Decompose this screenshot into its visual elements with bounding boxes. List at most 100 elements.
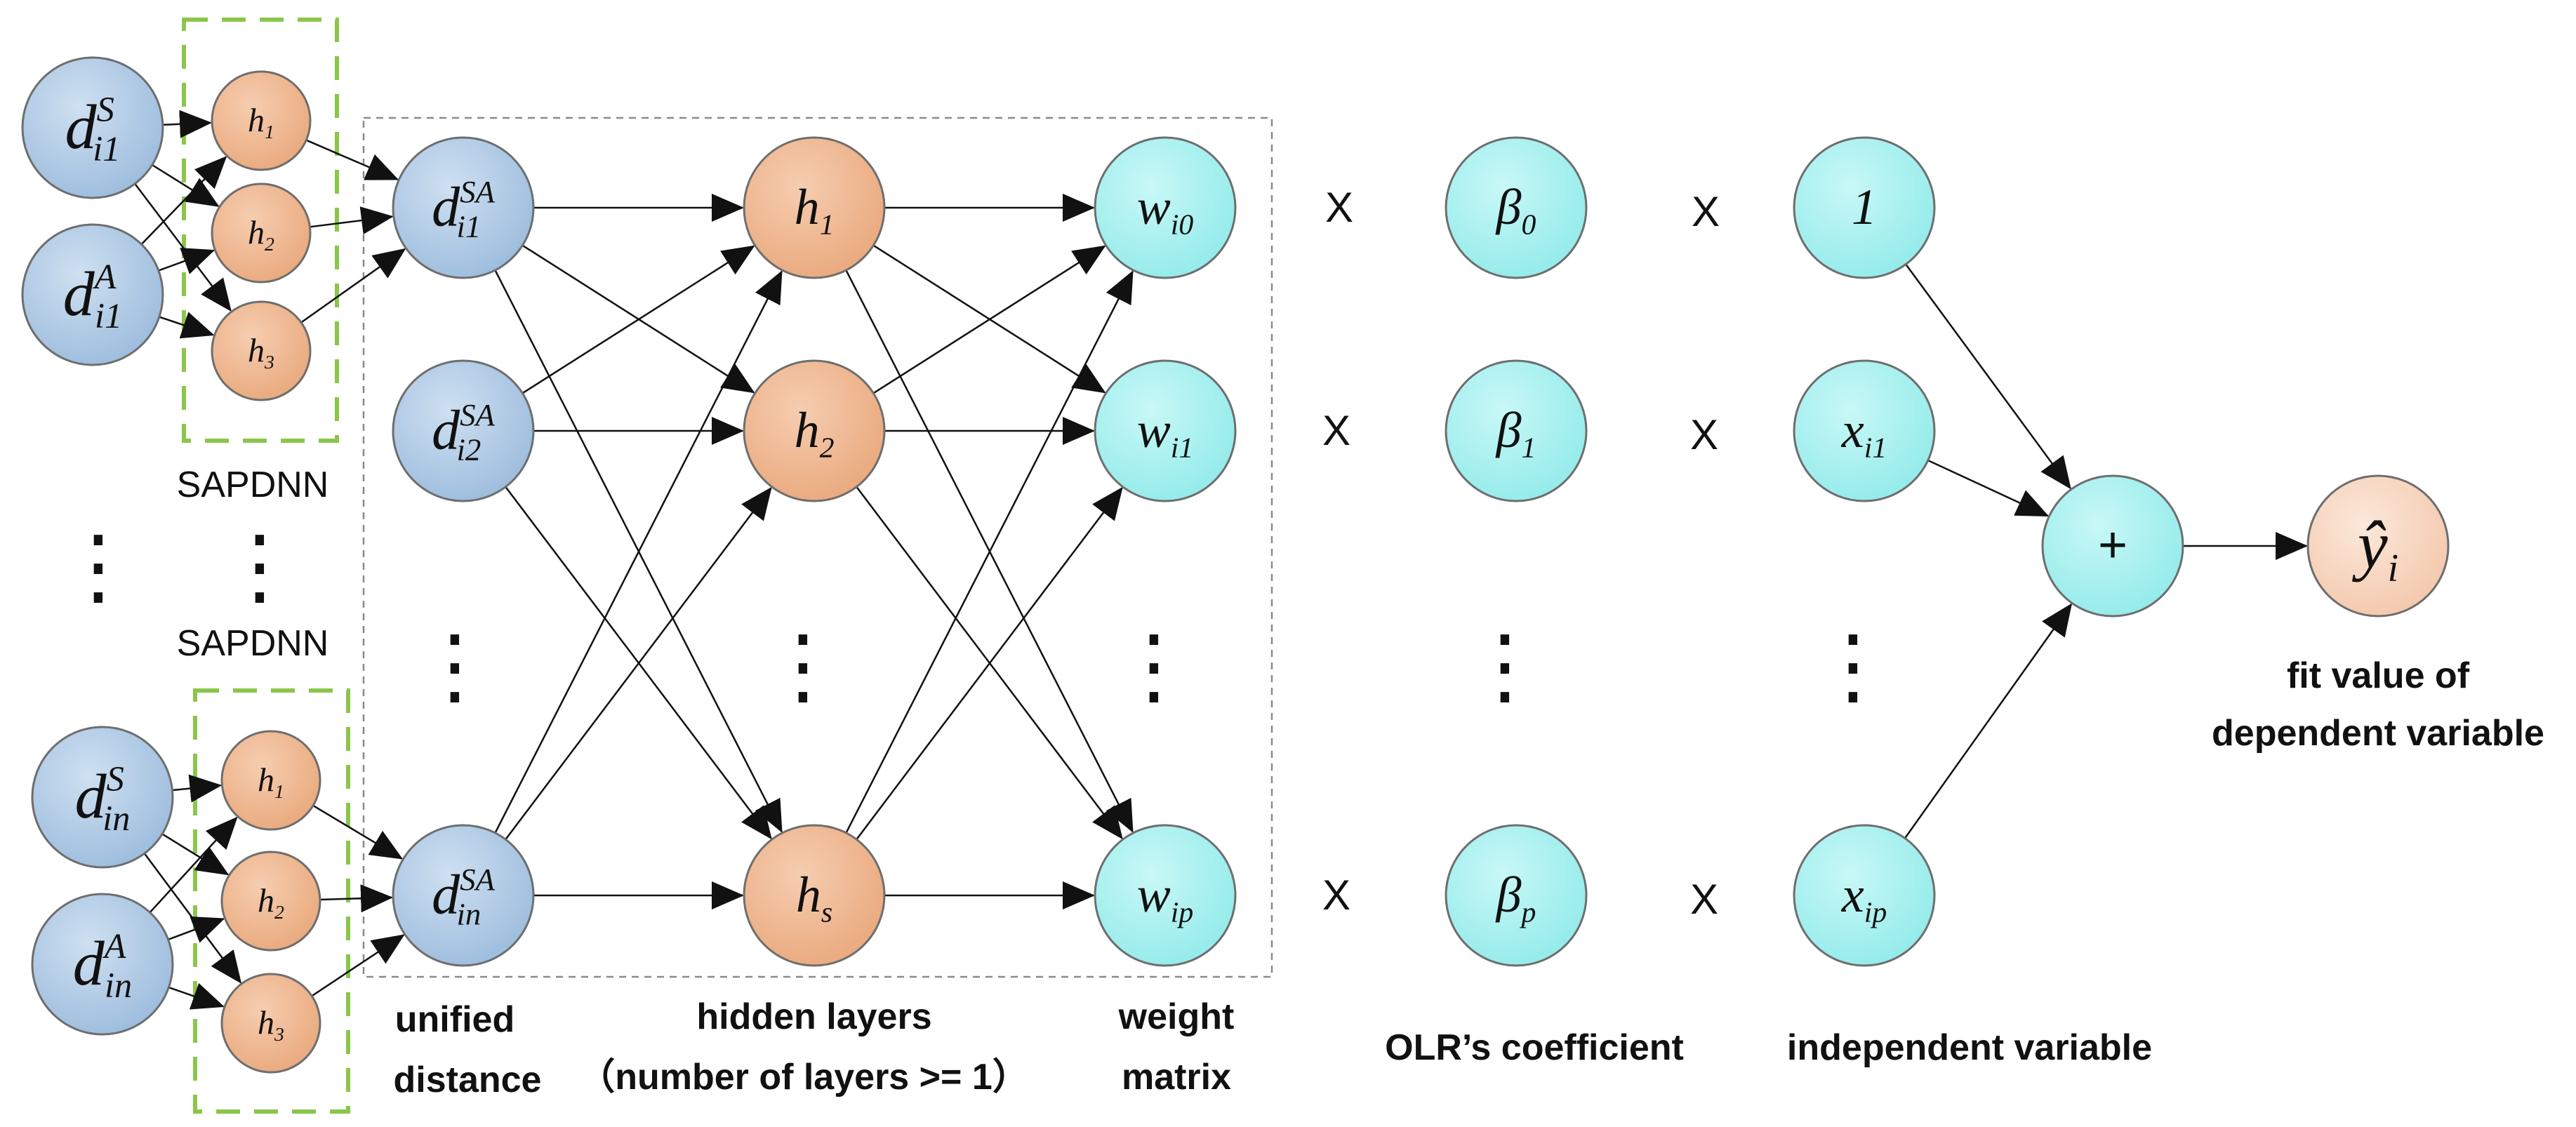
weight-node-2: wi1 <box>1094 359 1237 502</box>
weight-label-line2: matrix <box>1122 1057 1231 1098</box>
edge-dSn-sb0 <box>172 774 223 803</box>
hidden-node-3: hs <box>743 824 886 967</box>
sapdnn-bottom-h1-circle <box>220 730 321 831</box>
sapdnn-top-box <box>182 18 339 443</box>
hidden-node-2-label: h2 <box>795 402 835 464</box>
edge-dA1-st0 <box>140 156 227 246</box>
edge-dS1-st2 <box>134 183 232 312</box>
edge-dA1-st1 <box>158 248 215 274</box>
edge-h2-w0 <box>845 270 1134 834</box>
edge-st2-u0 <box>300 248 406 324</box>
sum-node-label: + <box>2098 517 2127 573</box>
hidden-node-1-label: h1 <box>795 179 835 241</box>
var-node-2-circle <box>1793 359 1936 502</box>
edge-dSn-sb1 <box>161 833 230 876</box>
indep-label: independent variable <box>1787 1027 2152 1068</box>
edge-u2-h0 <box>494 270 783 834</box>
unified-node-1-circle <box>392 136 535 279</box>
edges <box>134 109 2308 1010</box>
beta-node-1-circle <box>1445 136 1588 279</box>
hidden-node-1: h1 <box>743 136 886 279</box>
sapdnn-bottom-box <box>193 688 350 1114</box>
sapdnn-top-h2: h2 <box>211 182 312 284</box>
sum-node: + <box>2041 474 2184 618</box>
sapdnn-bottom-label: SAPDNN <box>177 623 329 664</box>
edge-u1-h0 <box>522 245 755 394</box>
var-node-1: 1 <box>1793 136 1936 279</box>
sapdnn-top-h2-circle <box>211 182 312 284</box>
var-node-1-label: 1 <box>1852 179 1877 235</box>
unified-label-line2: distance <box>394 1060 542 1100</box>
edge-st0-u0 <box>305 139 399 180</box>
sapdnn-bottom-h2-circle <box>220 851 321 952</box>
edge-h1-w0 <box>872 245 1106 394</box>
weight-node-1: wi0 <box>1094 136 1237 279</box>
hidden-label-line1: hidden layers <box>696 996 931 1037</box>
beta-node-2-circle <box>1445 359 1588 502</box>
ellipses: ⋮⋮⋮⋮⋮⋮⋮ <box>56 519 1895 713</box>
edge-u2-h1 <box>505 486 772 840</box>
sapdnn-bottom-h1-label: h1 <box>258 761 284 803</box>
multiply-sign-5: X <box>1322 872 1350 919</box>
node-d-A-in-circle <box>31 893 174 1036</box>
beta-node-2-label: β1 <box>1495 402 1536 464</box>
edge-sb0-u2 <box>312 804 404 860</box>
sapdnn-bottom-h2: h2 <box>220 851 321 952</box>
vdots-4: ⋮ <box>761 619 845 713</box>
sapdnn-top-h1-label: h1 <box>248 102 274 143</box>
beta-node-2: β1 <box>1445 359 1588 502</box>
sapdnn-top-label: SAPDNN <box>177 465 329 505</box>
var-node-3: xip <box>1793 824 1936 967</box>
weight-node-1-circle <box>1094 136 1237 279</box>
sapdnn-bottom-h2-label: h2 <box>258 882 284 923</box>
hidden-node-3-label: hs <box>796 867 832 928</box>
edge-dAn-sb1 <box>168 916 225 943</box>
edge-h2-w1 <box>856 486 1123 840</box>
multiply-sign-4: X <box>1690 411 1718 458</box>
sapdnn-top-h1-circle <box>211 70 312 171</box>
vdots-3: ⋮ <box>413 619 497 713</box>
var-node-2-label: xi1 <box>1841 402 1887 464</box>
edge-x0-sum <box>1905 263 2071 490</box>
edge-dAn-sb0 <box>149 816 238 914</box>
beta-node-1-label: β0 <box>1495 179 1536 241</box>
output-node-label: ŷi <box>2351 507 2398 590</box>
edge-st1-u0 <box>310 206 394 234</box>
olr-label: OLR’s coefficient <box>1385 1027 1684 1068</box>
edge-sb1-u2 <box>319 884 394 913</box>
multiply-sign-2: X <box>1692 188 1720 235</box>
edge-dAn-sb2 <box>168 982 225 1010</box>
edge-x1-sum <box>1927 459 2050 517</box>
edge-dS1-st0 <box>162 109 213 138</box>
weight-node-2-circle <box>1094 359 1237 502</box>
fit-label-line1: fit value of <box>2287 655 2470 696</box>
sapdnn-top-h3: h3 <box>211 300 312 401</box>
hidden-node-1-circle <box>743 136 886 279</box>
sapdnn-top-h3-label: h3 <box>248 332 274 373</box>
sum-node-circle <box>2041 474 2184 618</box>
hidden-node-3-circle <box>743 824 886 967</box>
edge-sb2-u2 <box>311 934 405 997</box>
vdots-5: ⋮ <box>1112 619 1196 713</box>
output-node-circle <box>2306 474 2450 618</box>
var-node-2: xi1 <box>1793 359 1936 502</box>
weight-node-2-label: wi1 <box>1137 402 1194 464</box>
sapdnn-bottom-h3: h3 <box>220 973 321 1074</box>
output-node: ŷi <box>2306 474 2450 618</box>
weight-node-3-circle <box>1094 824 1237 967</box>
sapdnn-bottom-h3-circle <box>220 973 321 1074</box>
beta-node-3-circle <box>1445 824 1588 967</box>
node-d-S-i1-circle <box>21 56 164 199</box>
beta-node-3-label: βp <box>1495 867 1536 928</box>
